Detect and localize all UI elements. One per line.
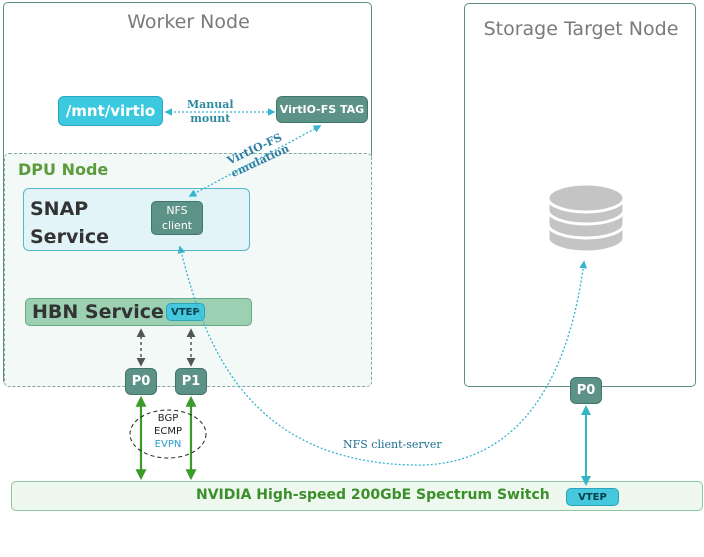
hbn-vtep-badge: VTEP <box>166 303 205 321</box>
snap-service-box: SNAP Service NFS client <box>23 188 250 251</box>
switch-vtep-badge: VTEP <box>566 488 619 506</box>
mount-path-label: /mnt/virtio <box>65 102 156 120</box>
virtiofs-tag-label: VirtIO-FS TAG <box>279 103 365 116</box>
dpu-node-title: DPU Node <box>18 160 109 179</box>
spectrum-switch: NVIDIA High-speed 200GbE Spectrum Switch… <box>11 481 703 511</box>
routing-protocols-label: BGP ECMP EVPN <box>154 413 182 450</box>
mount-path-box: /mnt/virtio <box>58 96 163 126</box>
virtiofs-tag-box: VirtIO-FS TAG <box>276 96 368 123</box>
nfs-client-server-link <box>177 245 588 466</box>
bgp-ecmp-group <box>129 409 207 459</box>
storage-node-title: Storage Target Node <box>483 18 679 40</box>
storage-port-p0: P0 <box>570 377 602 404</box>
switch-label: NVIDIA High-speed 200GbE Spectrum Switch <box>196 487 550 503</box>
dpu-port-p1: P1 <box>175 368 207 395</box>
hbn-service-box: HBN Service VTEP <box>25 298 252 326</box>
hbn-service-label: HBN Service <box>32 301 164 323</box>
worker-node-title: Worker Node <box>127 11 250 33</box>
storage-target-node: Storage Target Node <box>464 3 696 387</box>
database-icon <box>546 182 626 254</box>
nfs-client-box: NFS client <box>151 201 203 235</box>
snap-service-label: SNAP Service <box>30 198 109 248</box>
nfs-client-server-label: NFS client-server <box>343 438 442 451</box>
dpu-port-p0: P0 <box>125 368 157 395</box>
virtiofs-emulation-link <box>188 125 322 197</box>
